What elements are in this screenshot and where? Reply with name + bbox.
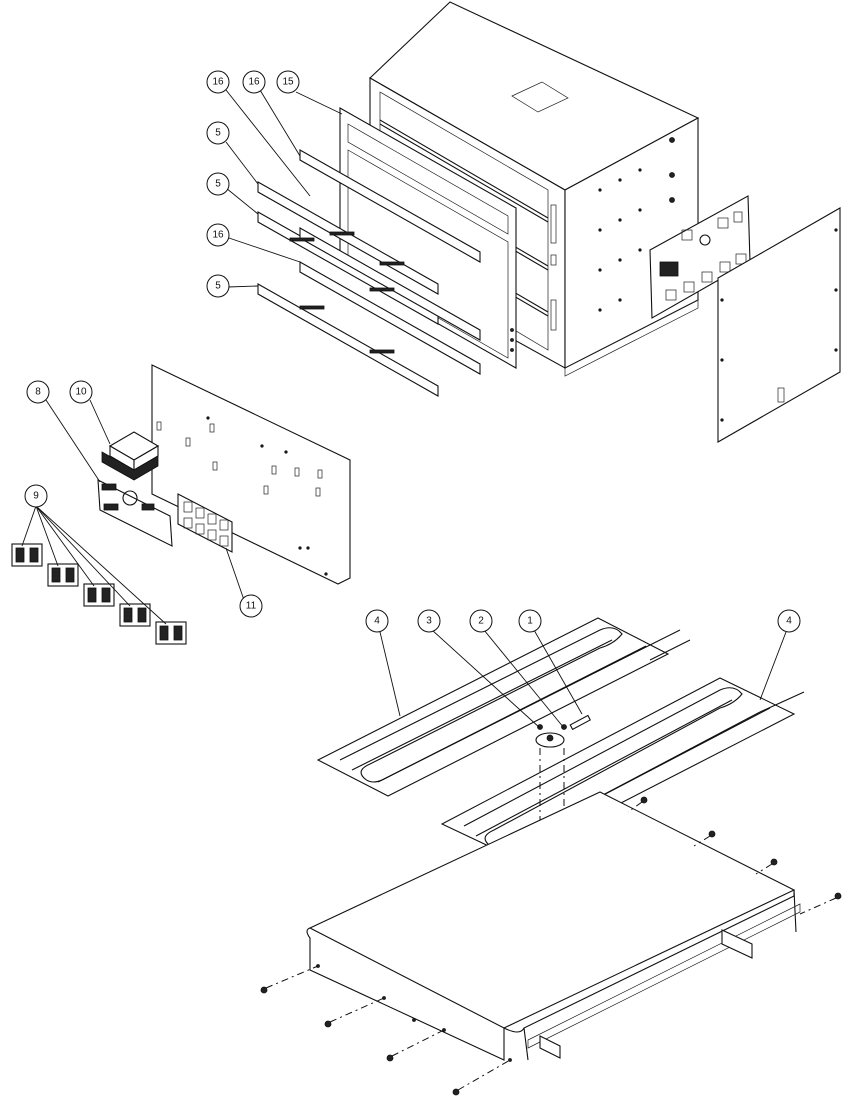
callout-15: 15 bbox=[276, 70, 300, 94]
svg-text:2: 2 bbox=[478, 616, 484, 627]
svg-text:5: 5 bbox=[215, 281, 221, 292]
svg-text:5: 5 bbox=[215, 128, 221, 139]
transformer bbox=[101, 431, 160, 481]
callout-2: 2 bbox=[469, 609, 493, 633]
svg-text:16: 16 bbox=[248, 77, 260, 88]
control-board bbox=[97, 479, 173, 547]
base-pan bbox=[306, 791, 801, 1062]
svg-text:1: 1 bbox=[527, 616, 533, 627]
callout-8: 8 bbox=[26, 380, 50, 404]
svg-text:10: 10 bbox=[75, 387, 87, 398]
callout-3: 3 bbox=[417, 609, 441, 633]
callout-11: 11 bbox=[239, 594, 263, 618]
relay-block bbox=[177, 493, 233, 553]
callout-16-b: 16 bbox=[242, 70, 266, 94]
svg-text:15: 15 bbox=[282, 77, 294, 88]
callout-10: 10 bbox=[69, 380, 93, 404]
leader-lines bbox=[21, 89, 787, 729]
callout-4-b: 4 bbox=[777, 609, 801, 633]
rails bbox=[257, 149, 481, 397]
svg-text:16: 16 bbox=[212, 77, 224, 88]
svg-text:4: 4 bbox=[786, 616, 792, 627]
callout-1: 1 bbox=[518, 609, 542, 633]
callout-5-b: 5 bbox=[206, 172, 230, 196]
svg-text:9: 9 bbox=[33, 491, 39, 502]
svg-text:8: 8 bbox=[35, 387, 41, 398]
callout-5-c: 5 bbox=[206, 274, 230, 298]
svg-text:16: 16 bbox=[212, 230, 224, 241]
svg-text:5: 5 bbox=[215, 179, 221, 190]
callout-9: 9 bbox=[24, 484, 48, 508]
component-mounting-plate bbox=[151, 364, 351, 585]
callout-4-a: 4 bbox=[365, 609, 389, 633]
heater-left bbox=[316, 617, 691, 797]
receptacles bbox=[11, 543, 187, 645]
callout-16-c: 16 bbox=[206, 223, 230, 247]
callout-16-a: 16 bbox=[206, 70, 230, 94]
callout-5-a: 5 bbox=[206, 121, 230, 145]
door-frame bbox=[339, 107, 517, 369]
svg-text:4: 4 bbox=[374, 616, 380, 627]
side-panel bbox=[717, 207, 841, 443]
screws bbox=[260, 796, 842, 1096]
svg-text:3: 3 bbox=[426, 616, 432, 627]
svg-text:11: 11 bbox=[246, 601, 257, 612]
